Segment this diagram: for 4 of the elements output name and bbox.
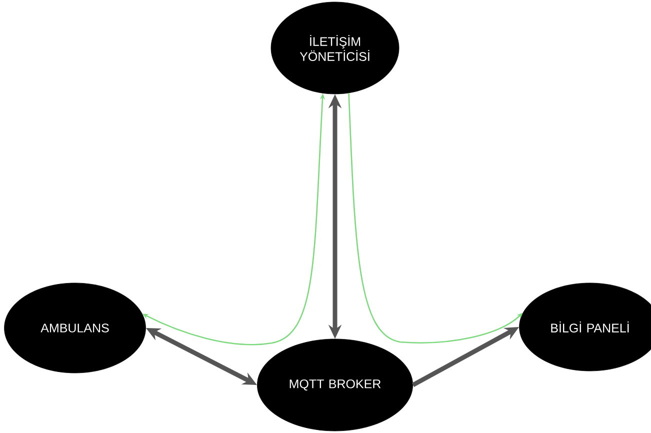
ellipse-node: İLETİŞİM YÖNETİCİSİ <box>270 2 400 94</box>
ellipse-node: BİLGİ PANELİ <box>519 282 651 372</box>
ellipse-node: MQTT BROKER <box>257 338 413 432</box>
ellipse-node: AMBULANS <box>4 282 146 374</box>
